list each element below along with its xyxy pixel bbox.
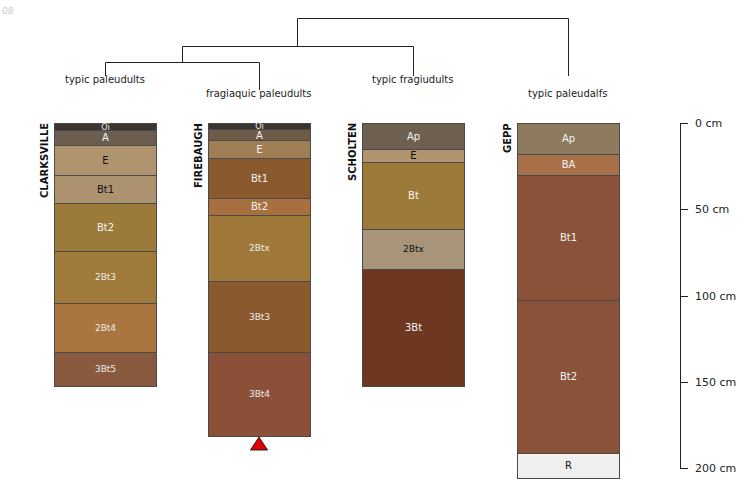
horizon-label: 2Btx (403, 244, 424, 255)
soil-horizon: 3Bt4 (208, 352, 311, 437)
soil-horizon: Bt2 (54, 203, 157, 252)
depth-label: 0 cm (695, 117, 722, 130)
soil-horizon: Bt1 (54, 175, 157, 204)
depth-label: 200 cm (695, 462, 736, 475)
horizon-label: Bt1 (251, 173, 268, 185)
horizon-label: 3Bt3 (249, 312, 270, 323)
soil-horizon: E (54, 145, 157, 176)
depth-axis (681, 123, 689, 469)
soil-horizon: 2Bt3 (54, 251, 157, 304)
horizon-label: Oi (101, 124, 110, 131)
horizon-label: Bt (408, 190, 419, 202)
horizon-label: 3Bt (405, 322, 422, 334)
horizon-label: 2Btx (249, 243, 270, 254)
soil-horizon: Bt (362, 162, 465, 230)
watermark: 08 (2, 6, 13, 17)
horizon-label: Ap (562, 133, 575, 145)
depth-label: 150 cm (695, 376, 736, 389)
soil-horizon: R (517, 453, 620, 479)
horizon-label: E (102, 155, 108, 167)
soil-horizon: Ap (517, 123, 620, 155)
taxon-label: fragiaquic paleudults (206, 88, 312, 100)
profile-name: CLARKSVILLE (39, 123, 51, 198)
horizon-label: BA (562, 159, 576, 171)
soil-horizon: 3Bt3 (208, 281, 311, 353)
soil-horizon: Bt1 (517, 175, 620, 301)
soil-horizon: E (362, 149, 465, 163)
soil-horizon: Bt2 (208, 198, 311, 216)
horizon-label: 3Bt4 (249, 389, 270, 400)
horizon-label: E (256, 144, 262, 156)
soil-horizon: 2Btx (362, 229, 465, 270)
profile-name: GEPP (502, 123, 514, 153)
horizon-label: A (256, 130, 263, 141)
soil-horizon: E (208, 140, 311, 159)
soil-horizon: 2Bt4 (54, 303, 157, 353)
depth-label: 50 cm (695, 203, 729, 216)
horizon-label: Bt1 (560, 232, 577, 244)
horizon-label: R (565, 460, 572, 472)
dendrogram (106, 19, 569, 91)
horizon-label: 2Bt4 (95, 323, 116, 334)
taxon-label: typic fragiudults (372, 74, 453, 86)
soil-horizon: Ap (362, 123, 465, 150)
soil-horizon: Bt2 (517, 300, 620, 454)
horizon-label: 2Bt3 (95, 272, 116, 283)
bottom-marker (251, 437, 268, 450)
profile-name: SCHOLTEN (347, 123, 359, 181)
horizon-label: 3Bt5 (95, 364, 116, 375)
horizon-label: Bt2 (97, 222, 114, 234)
depth-label: 100 cm (695, 290, 736, 303)
horizon-label: Bt2 (560, 371, 577, 383)
profile-name: FIREBAUGH (193, 123, 205, 188)
soil-horizon: 3Bt (362, 269, 465, 387)
soil-horizon: Bt1 (208, 158, 311, 199)
horizon-label: Bt2 (251, 201, 268, 213)
soil-horizon: 2Btx (208, 215, 311, 282)
horizon-label: Ap (407, 131, 420, 143)
taxon-label: typic paleudults (65, 74, 145, 86)
horizon-label: A (102, 132, 109, 144)
horizon-label: Bt1 (97, 184, 114, 196)
taxon-label: typic paleudalfs (528, 88, 607, 100)
horizon-label: E (410, 150, 416, 162)
soil-horizon: BA (517, 154, 620, 176)
soil-horizon: A (54, 130, 157, 146)
horizon-label: Oi (255, 124, 264, 130)
soil-horizon: 3Bt5 (54, 352, 157, 387)
